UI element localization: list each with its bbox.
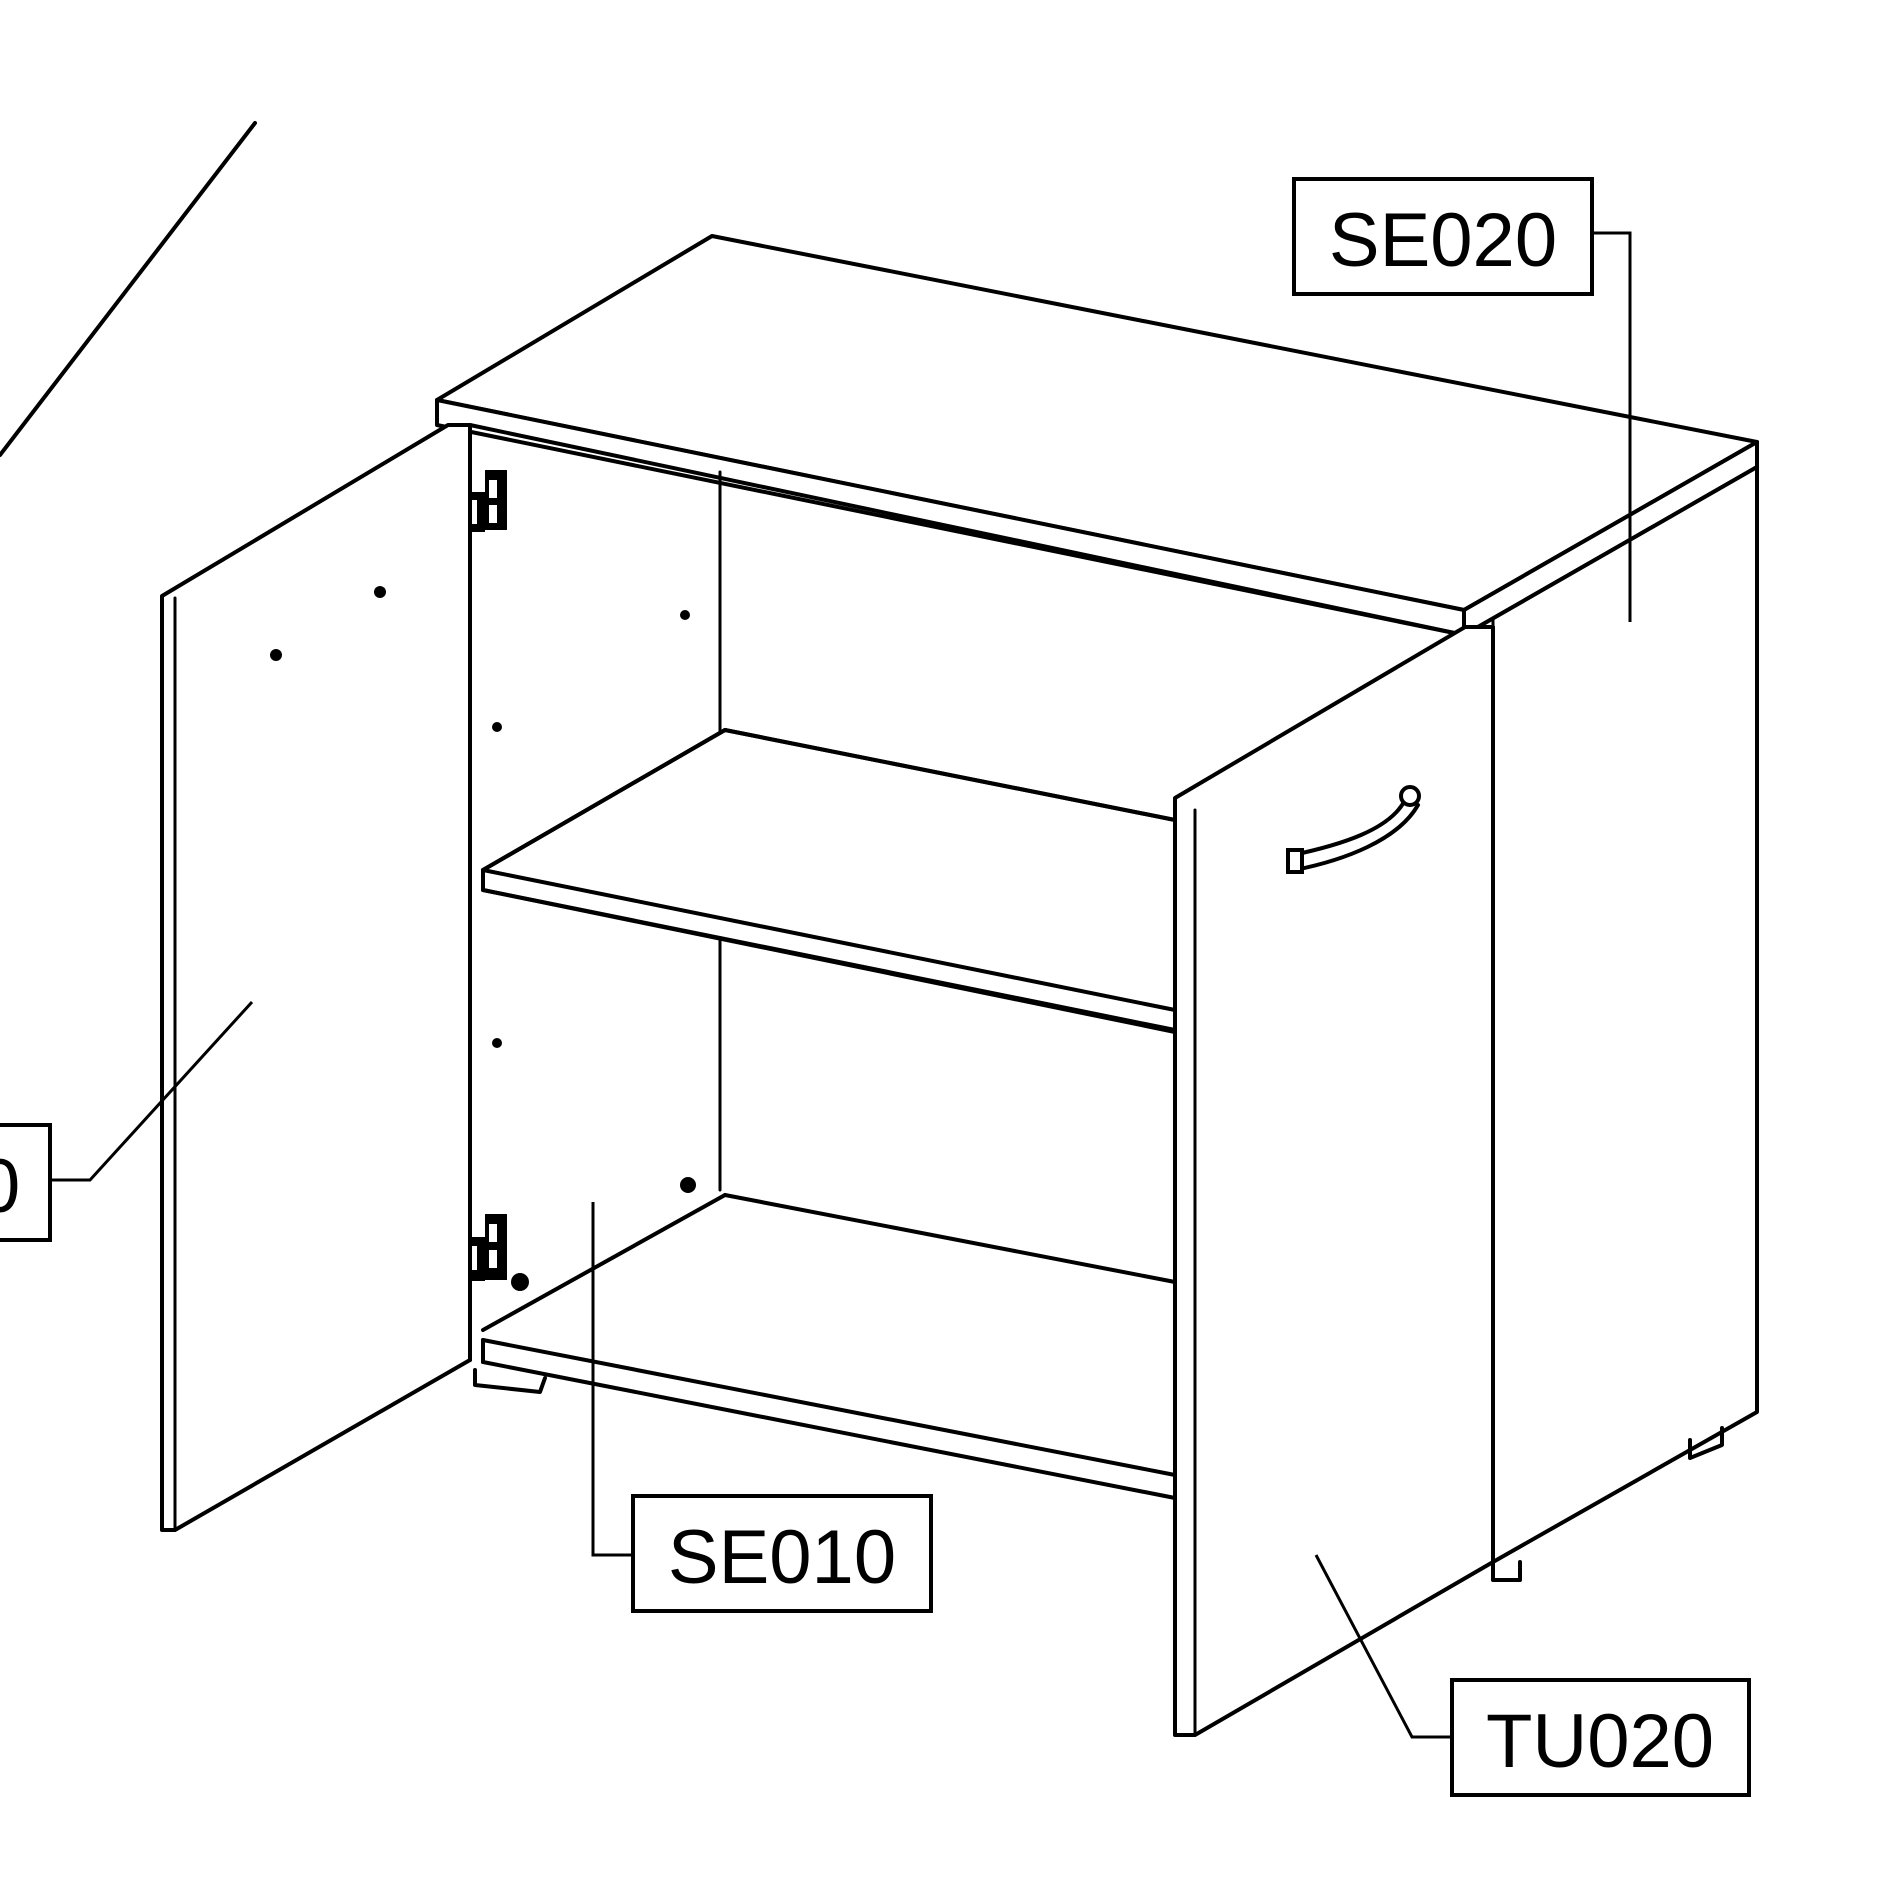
- guide-line: [0, 121, 257, 457]
- leader-right-door: [1314, 1554, 1452, 1739]
- cabinet-interior: [468, 423, 1466, 1500]
- svg-text:SE020: SE020: [1329, 198, 1557, 283]
- left-door: [160, 423, 472, 1532]
- label-back-panel: SE020: [1292, 177, 1594, 296]
- label-side-panel: SE010: [631, 1494, 933, 1613]
- cabinet-top: [435, 234, 1759, 637]
- label-right-door: TU020: [1450, 1678, 1751, 1797]
- leader-left-door: [50, 1000, 254, 1182]
- door-handle: [1291, 798, 1407, 857]
- leader-side-panel: [591, 1202, 633, 1557]
- leader-back-panel: [1592, 231, 1632, 622]
- right-side-panel: [1462, 465, 1759, 1582]
- label-left-door-partial: 0: [0, 1123, 52, 1242]
- right-door: [1173, 625, 1495, 1737]
- svg-text:0: 0: [0, 1144, 20, 1229]
- svg-text:TU020: TU020: [1486, 1699, 1714, 1784]
- svg-text:SE010: SE010: [668, 1515, 896, 1600]
